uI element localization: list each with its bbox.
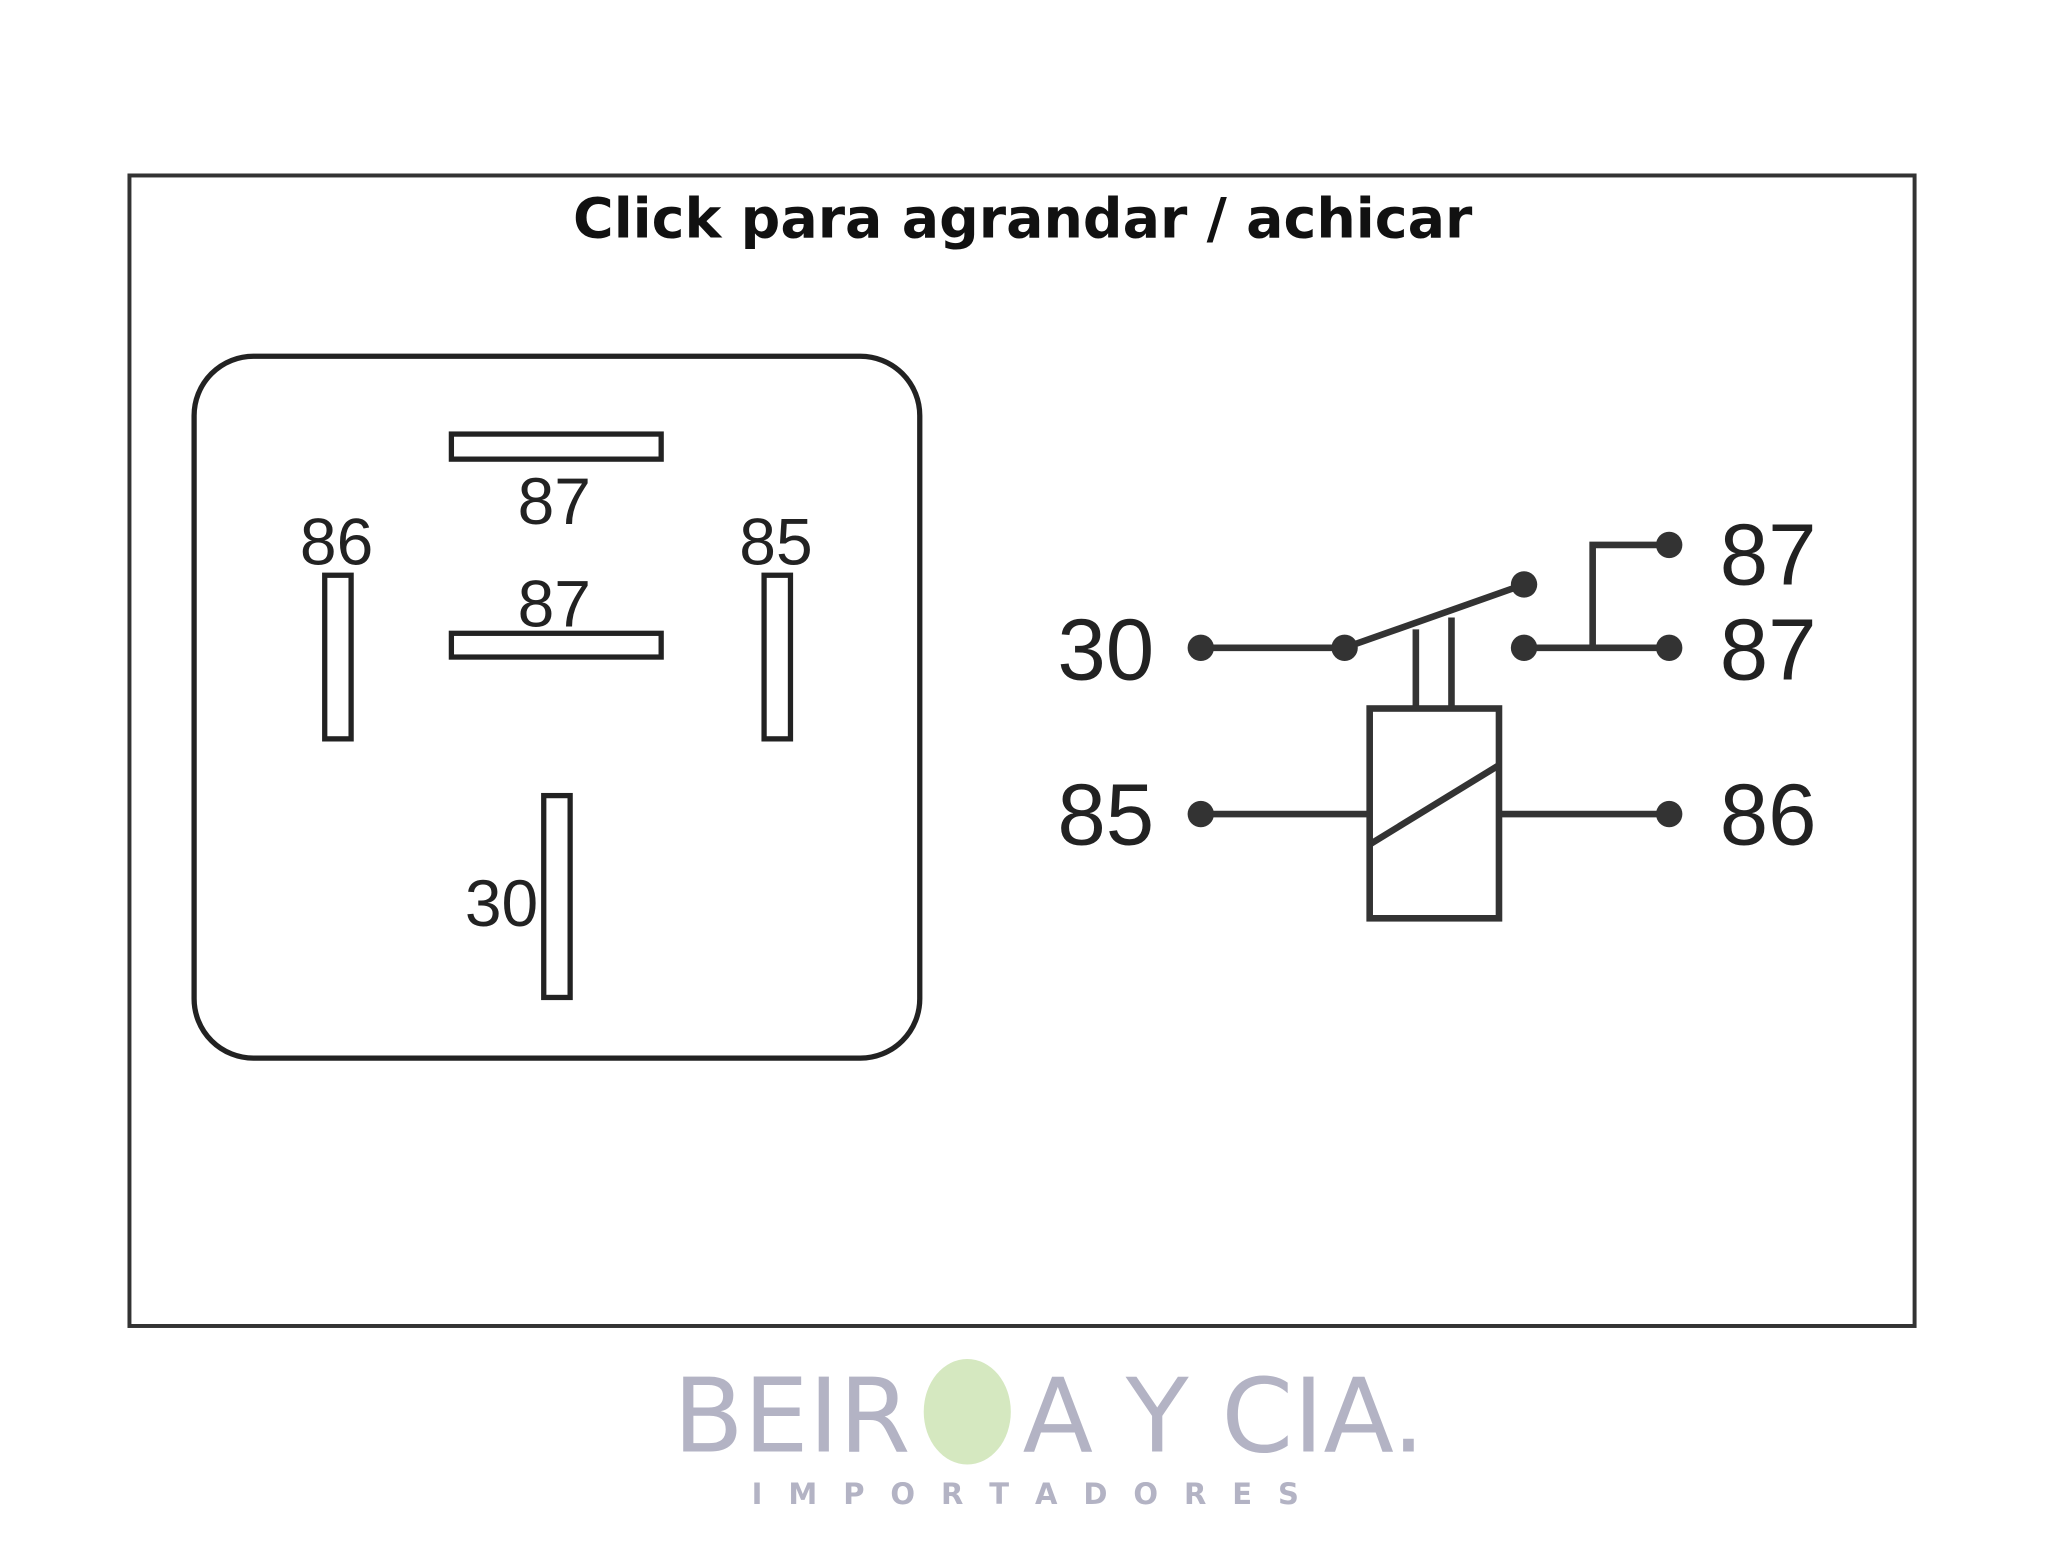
watermark-brand-right: A Y CIA.: [1023, 1356, 1425, 1476]
pin-87-top-blade: [448, 431, 664, 462]
terminal-dot-86: [1655, 800, 1683, 828]
pin-85-blade: [761, 572, 794, 742]
pin-85-label: 85: [739, 505, 812, 579]
terminal-30-label: 30: [1057, 601, 1154, 698]
terminal-86-label: 86: [1720, 766, 1817, 863]
pin-30-blade: [541, 792, 573, 1001]
watermark-logo: BEIR A Y CIA. I M P O R T A D O R E S: [593, 1352, 1518, 1518]
relay-schematic: [1200, 541, 1670, 922]
pin-87-top-label: 87: [518, 464, 591, 538]
switch-tip-dot: [1510, 571, 1538, 598]
relay-pinout: [191, 353, 923, 1061]
diagram-title[interactable]: Click para agrandar / achicar: [573, 187, 1473, 251]
pin-86-blade: [322, 572, 354, 742]
watermark-background: [593, 1352, 1518, 1518]
switch-pivot-dot: [1331, 634, 1358, 662]
pin-87-bottom-blade: [448, 630, 664, 660]
terminal-dot-85: [1187, 800, 1214, 828]
switch-arm: [1343, 581, 1526, 651]
watermark-circle: [923, 1358, 1011, 1465]
watermark-brand-left: BEIR: [673, 1356, 910, 1476]
terminal-dot-87: [1655, 634, 1683, 662]
terminal-87-no-label: 87: [1720, 506, 1817, 603]
terminal-dot-30: [1187, 634, 1214, 662]
pin-30-label: 30: [465, 866, 538, 940]
watermark-subtitle: I M P O R T A D O R E S: [752, 1477, 1307, 1511]
contact-dot: [1510, 634, 1538, 662]
pin-86-label: 86: [300, 505, 373, 579]
terminal-85-label: 85: [1057, 766, 1154, 863]
terminal-dot-87-no: [1655, 531, 1683, 559]
terminal-87-label: 87: [1720, 601, 1817, 698]
relay-body-outline: [191, 353, 923, 1061]
wire-87-no: [1589, 541, 1670, 648]
terminal-dots: [1187, 531, 1683, 828]
pin-87-bottom-label: 87: [518, 567, 591, 641]
coil-diagonal: [1367, 762, 1501, 848]
